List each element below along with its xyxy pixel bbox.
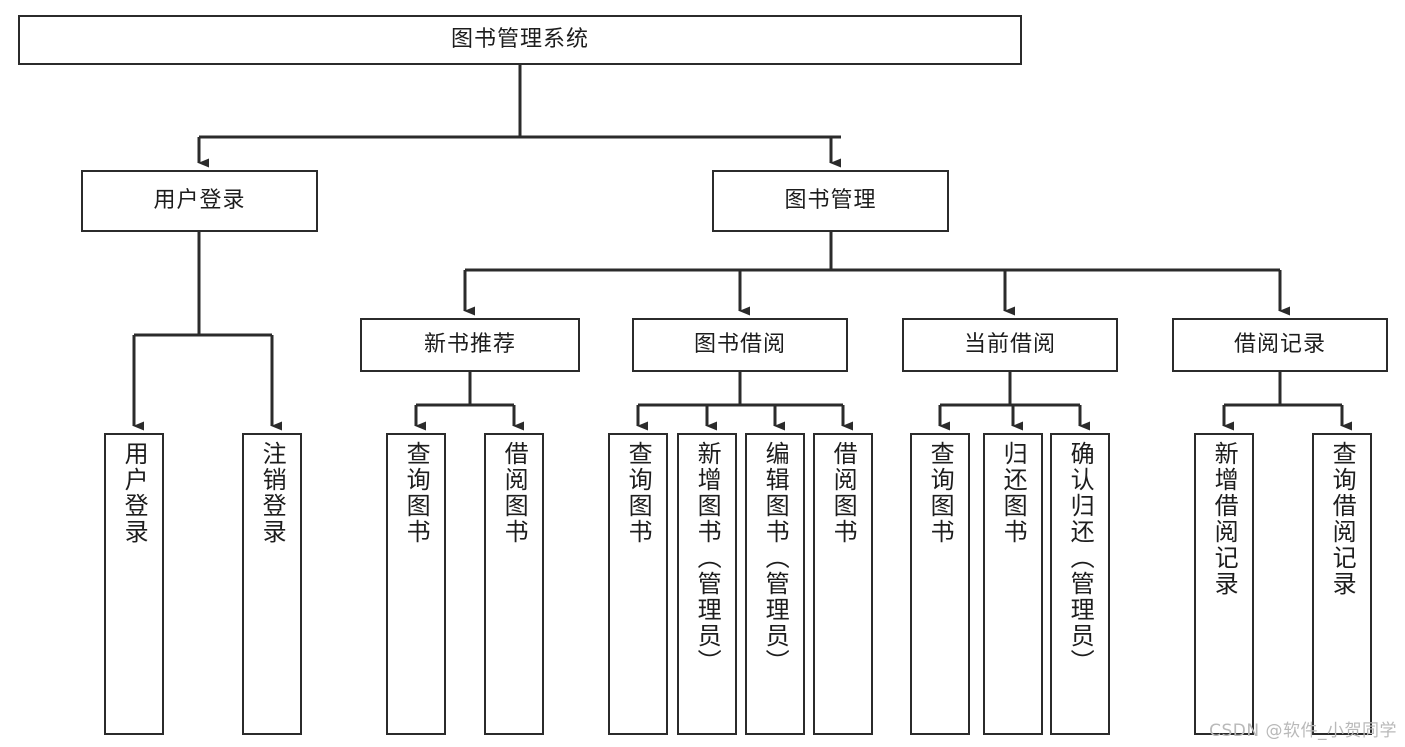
node-book-management[interactable]: 图书管理 — [712, 170, 949, 232]
leaf-query-book-bb-label: 查询图书 — [624, 441, 653, 545]
leaf-borrow-book-nbr-label: 借阅图书 — [500, 441, 529, 545]
node-borrow-record-label: 借阅记录 — [1233, 332, 1326, 358]
leaf-query-book-bb[interactable]: 查询图书 — [608, 433, 668, 735]
leaf-add-borrow-record-label: 新增借阅记录 — [1210, 441, 1239, 597]
node-new-book-recommend-label: 新书推荐 — [423, 332, 516, 358]
leaf-query-book-nbr[interactable]: 查询图书 — [386, 433, 446, 735]
leaf-query-book-cb-label: 查询图书 — [926, 441, 955, 545]
leaf-borrow-book-bb[interactable]: 借阅图书 — [813, 433, 873, 735]
leaf-add-book-admin-label: 新增图书（管理员） — [693, 441, 722, 675]
leaf-user-login[interactable]: 用户登录 — [104, 433, 164, 735]
leaf-edit-book-admin[interactable]: 编辑图书（管理员） — [745, 433, 805, 735]
node-current-borrow-label: 当前借阅 — [963, 332, 1056, 358]
leaf-logout[interactable]: 注销登录 — [242, 433, 302, 735]
node-user-login[interactable]: 用户登录 — [81, 170, 318, 232]
node-current-borrow[interactable]: 当前借阅 — [902, 318, 1118, 372]
leaf-return-book-label: 归还图书 — [999, 441, 1028, 545]
leaf-confirm-return-admin-label: 确认归还（管理员） — [1066, 441, 1095, 675]
leaf-confirm-return-admin[interactable]: 确认归还（管理员） — [1050, 433, 1110, 735]
leaf-return-book[interactable]: 归还图书 — [983, 433, 1043, 735]
leaf-edit-book-admin-label: 编辑图书（管理员） — [761, 441, 790, 675]
leaf-add-book-admin[interactable]: 新增图书（管理员） — [677, 433, 737, 735]
leaf-query-book-cb[interactable]: 查询图书 — [910, 433, 970, 735]
node-book-management-label: 图书管理 — [784, 188, 877, 214]
node-book-borrow-label: 图书借阅 — [693, 332, 786, 358]
leaf-user-login-label: 用户登录 — [120, 441, 149, 545]
node-root[interactable]: 图书管理系统 — [18, 15, 1022, 65]
leaf-logout-label: 注销登录 — [258, 441, 287, 545]
leaf-borrow-book-nbr[interactable]: 借阅图书 — [484, 433, 544, 735]
leaf-query-borrow-record-label: 查询借阅记录 — [1328, 441, 1357, 597]
leaf-add-borrow-record[interactable]: 新增借阅记录 — [1194, 433, 1254, 735]
leaf-query-borrow-record[interactable]: 查询借阅记录 — [1312, 433, 1372, 735]
node-borrow-record[interactable]: 借阅记录 — [1172, 318, 1388, 372]
watermark-text: CSDN @软件_小贺同学 — [1209, 721, 1397, 741]
leaf-query-book-nbr-label: 查询图书 — [402, 441, 431, 545]
node-root-label: 图书管理系统 — [450, 27, 589, 53]
leaf-borrow-book-bb-label: 借阅图书 — [829, 441, 858, 545]
node-user-login-label: 用户登录 — [153, 188, 246, 214]
node-new-book-recommend[interactable]: 新书推荐 — [360, 318, 580, 372]
node-book-borrow[interactable]: 图书借阅 — [632, 318, 848, 372]
